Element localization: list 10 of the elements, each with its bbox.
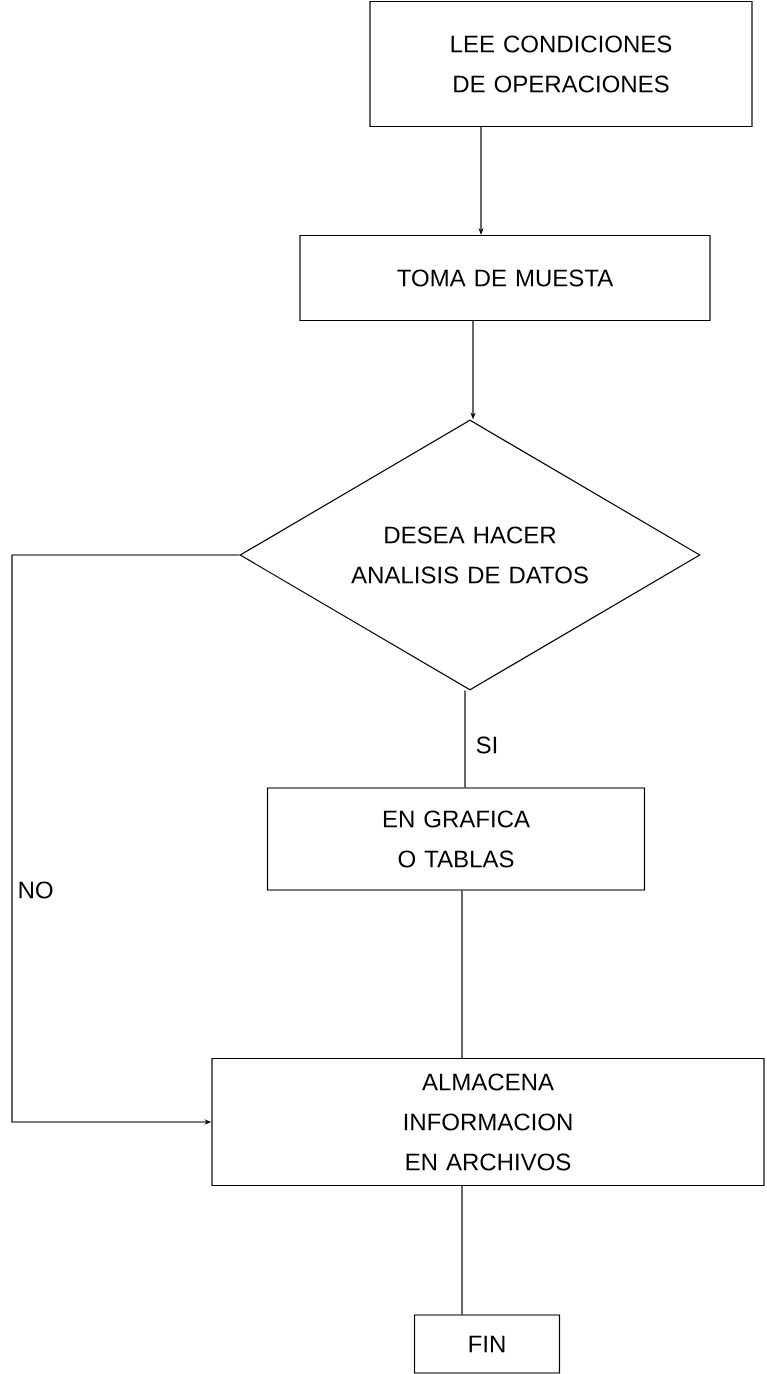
process-box: EN GRAFICA O TABLAS xyxy=(266,787,646,891)
process-box: ALMACENA INFORMACION EN ARCHIVOS xyxy=(211,1057,765,1187)
process-box: LEE CONDICIONES DE OPERACIONES xyxy=(369,0,753,128)
edge-label: SI xyxy=(474,735,500,755)
process-box: TOMA DE MUESTA xyxy=(299,234,711,322)
process-box: FIN xyxy=(413,1314,561,1374)
edge-label: NO xyxy=(16,880,55,900)
connector-line xyxy=(464,690,466,788)
connector-line xyxy=(461,890,463,1059)
connector-line xyxy=(461,1185,463,1315)
